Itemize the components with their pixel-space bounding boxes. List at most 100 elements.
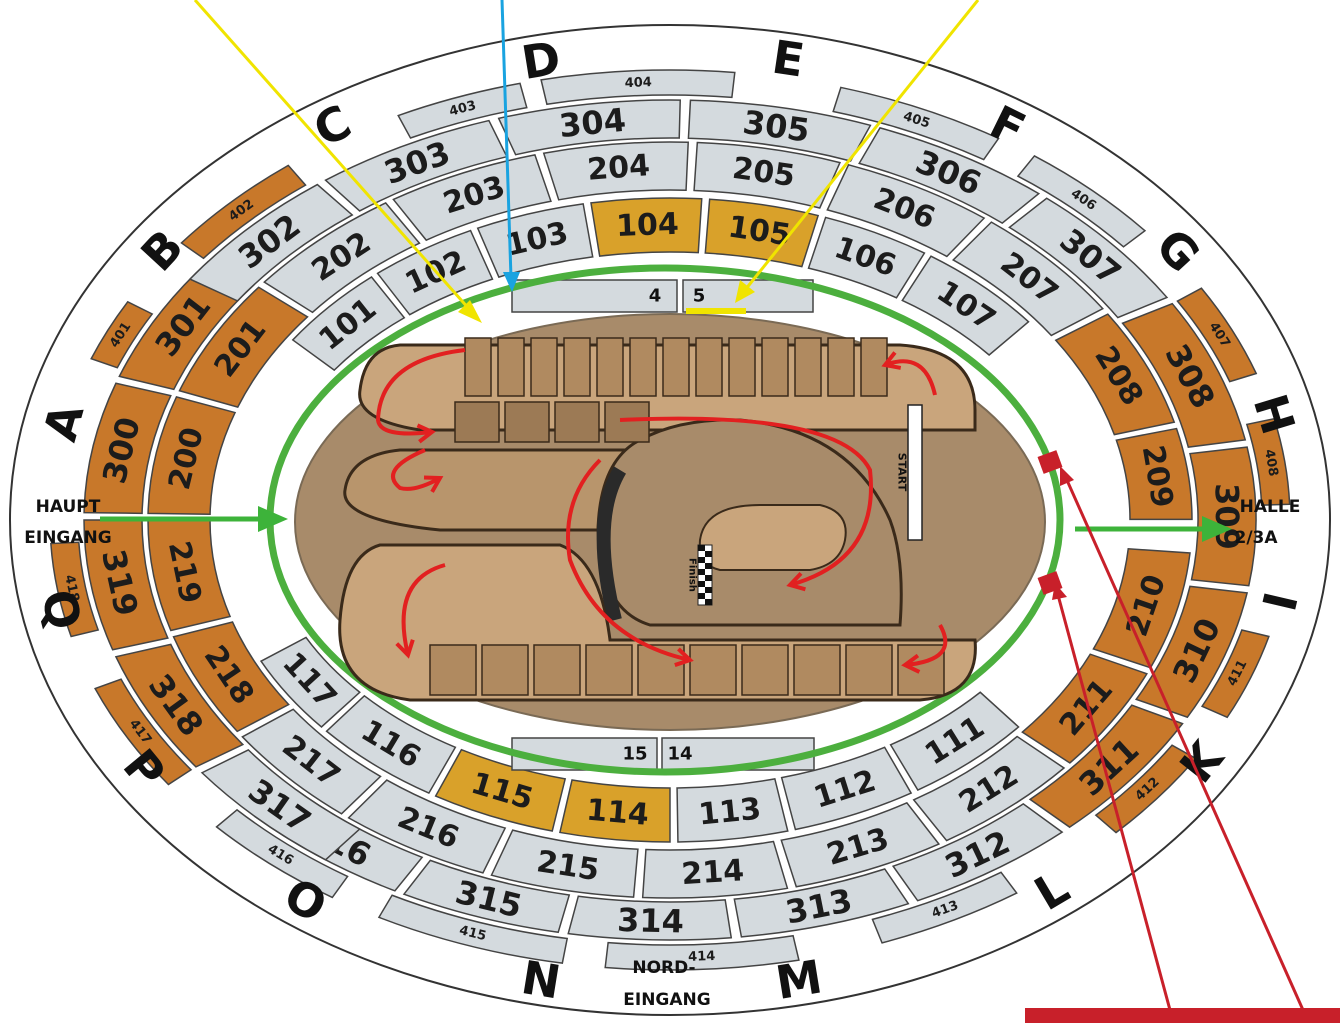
section-203[interactable]: 203 bbox=[392, 154, 552, 242]
section-415[interactable]: 415 bbox=[377, 894, 569, 964]
section-401[interactable]: 401 bbox=[90, 300, 154, 369]
section-402[interactable]: 402 bbox=[180, 164, 307, 260]
whoops-section bbox=[429, 337, 945, 696]
section-206-shape bbox=[826, 163, 986, 258]
section-418-shape bbox=[50, 541, 100, 638]
section-305-shape bbox=[687, 99, 872, 162]
section-206[interactable]: 206 bbox=[826, 163, 986, 258]
red-marker-upper bbox=[1037, 450, 1063, 474]
section-300[interactable]: 300 bbox=[83, 382, 172, 515]
section-413[interactable]: 413 bbox=[871, 871, 1018, 944]
red-pointer-lower bbox=[1056, 594, 1172, 1011]
section-317-shape bbox=[200, 748, 361, 861]
track-direction-arrow bbox=[566, 458, 691, 662]
checker-square bbox=[698, 581, 705, 587]
section-404-shape bbox=[540, 69, 736, 106]
section-104[interactable]: 104 bbox=[590, 197, 703, 257]
section-213-shape bbox=[780, 801, 941, 888]
checker-square bbox=[705, 575, 712, 581]
track-arrow-head bbox=[674, 647, 694, 667]
gate-d[interactable]: D bbox=[518, 31, 564, 90]
track-direction-arrow bbox=[401, 563, 446, 656]
section-305[interactable]: 305 bbox=[687, 99, 872, 162]
main-entrance: HAUPT EINGANG bbox=[24, 497, 288, 548]
whoop-bump bbox=[481, 644, 529, 696]
section-205-label: 205 bbox=[730, 151, 797, 194]
section-105-shape bbox=[704, 198, 820, 268]
section-104-shape bbox=[590, 197, 703, 257]
section-319[interactable]: 319 bbox=[83, 519, 169, 651]
hall-exit: HALLE 2/3A bbox=[1075, 497, 1300, 548]
section-315-shape bbox=[402, 859, 571, 934]
gate-m[interactable]: M bbox=[772, 949, 826, 1010]
track-direction-arrow bbox=[884, 359, 937, 396]
whoop-bump bbox=[695, 337, 723, 397]
section-317[interactable]: 317 bbox=[200, 748, 361, 861]
section-314-shape bbox=[567, 895, 733, 941]
section-215[interactable]: 215 bbox=[490, 829, 639, 898]
section-406-shape bbox=[1016, 154, 1147, 248]
section-115[interactable]: 115 bbox=[434, 748, 567, 832]
section-204-label: 204 bbox=[586, 148, 651, 188]
section-202[interactable]: 202 bbox=[263, 202, 421, 314]
section-414[interactable]: 414 bbox=[604, 934, 800, 971]
section-314[interactable]: 314 bbox=[567, 895, 733, 941]
section-309-label: 309 bbox=[1208, 483, 1247, 550]
track-hairpin-inner bbox=[698, 504, 847, 571]
section-411[interactable]: 411 bbox=[1200, 629, 1270, 719]
section-408[interactable]: 408 bbox=[1245, 417, 1291, 506]
section-114-label: 114 bbox=[585, 793, 650, 833]
section-210[interactable]: 210 bbox=[1092, 547, 1191, 669]
north-entrance: NORD- EINGANG bbox=[623, 958, 710, 1010]
red-label-bar bbox=[1025, 1008, 1340, 1023]
section-112-shape bbox=[780, 746, 913, 831]
main-entrance-label-2: EINGANG bbox=[24, 528, 111, 548]
blue-pointer bbox=[500, 0, 513, 279]
section-412[interactable]: 412 bbox=[1094, 744, 1197, 834]
whoop-bump bbox=[761, 337, 789, 397]
section-404[interactable]: 404 bbox=[540, 69, 736, 106]
floor-section-4[interactable] bbox=[511, 279, 678, 313]
gate-e[interactable]: E bbox=[769, 30, 808, 88]
section-408-shape bbox=[1245, 417, 1291, 506]
whoop-bump bbox=[827, 337, 855, 397]
section-113[interactable]: 113 bbox=[676, 778, 789, 843]
section-309[interactable]: 309 bbox=[1189, 446, 1257, 587]
section-417[interactable]: 417 bbox=[94, 678, 193, 786]
section-416[interactable]: 416 bbox=[215, 808, 349, 899]
whoop-bump bbox=[554, 401, 600, 443]
section-216-shape bbox=[347, 779, 507, 874]
red-pointer-upper-head bbox=[1060, 466, 1074, 486]
whoop-bump bbox=[497, 337, 525, 397]
section-219[interactable]: 219 bbox=[147, 519, 232, 632]
track-arrow-head bbox=[901, 653, 921, 674]
section-306-shape bbox=[858, 127, 1041, 225]
yellow-pointer-left bbox=[193, 0, 472, 311]
section-101-shape bbox=[291, 275, 406, 372]
section-407[interactable]: 407 bbox=[1176, 287, 1258, 383]
section-106[interactable]: 106 bbox=[807, 216, 926, 299]
section-204[interactable]: 204 bbox=[542, 141, 690, 201]
section-209[interactable]: 209 bbox=[1115, 427, 1193, 521]
section-112[interactable]: 112 bbox=[780, 746, 913, 831]
section-417-shape bbox=[94, 678, 193, 786]
section-418[interactable]: 418 bbox=[50, 541, 100, 638]
section-114[interactable]: 114 bbox=[559, 779, 671, 843]
whoop-bump bbox=[504, 401, 550, 443]
section-217-shape bbox=[241, 708, 382, 815]
section-205[interactable]: 205 bbox=[693, 141, 841, 209]
section-406[interactable]: 406 bbox=[1016, 154, 1147, 248]
section-315[interactable]: 315 bbox=[402, 859, 571, 934]
section-214[interactable]: 214 bbox=[641, 840, 789, 899]
track-arrow-head bbox=[423, 475, 444, 493]
section-305-label: 305 bbox=[741, 103, 812, 150]
section-200[interactable]: 200 bbox=[147, 396, 237, 516]
gate-n[interactable]: N bbox=[518, 950, 565, 1009]
yellow-pointer-left-head bbox=[458, 300, 482, 323]
checker-square bbox=[705, 563, 712, 569]
berm-left bbox=[596, 466, 627, 622]
section-304[interactable]: 304 bbox=[497, 99, 681, 156]
section-213[interactable]: 213 bbox=[780, 801, 941, 888]
section-403[interactable]: 403 bbox=[397, 82, 528, 139]
